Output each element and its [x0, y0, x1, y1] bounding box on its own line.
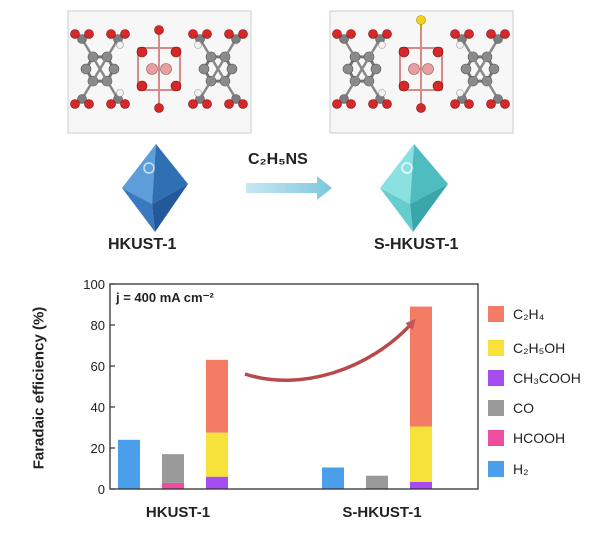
bar-segment-hkust-1-3 — [206, 476, 228, 489]
bar-segment-s-hkust-1-4 — [366, 475, 388, 489]
legend-item: CO — [488, 398, 534, 418]
legend-label: CH₃COOH — [513, 370, 581, 386]
improvement-curved-arrow — [244, 319, 416, 382]
legend-swatch — [488, 306, 504, 322]
legend-swatch — [488, 370, 504, 386]
legend-label: HCOOH — [513, 430, 566, 446]
hkust-crystal-icon — [122, 144, 188, 232]
legend-swatch — [488, 461, 504, 477]
bars-layer — [118, 306, 432, 489]
legend-item: H₂ — [488, 459, 529, 479]
legend-item: CH₃COOH — [488, 368, 581, 388]
bar-segment-hkust-1-6 — [118, 439, 140, 489]
s-hkust-molecular-structure — [332, 15, 510, 113]
hkust-material-label: HKUST-1 — [108, 236, 177, 253]
legend-item: C₂H₄ — [488, 304, 544, 324]
bar-segment-hkust-1-2 — [206, 432, 228, 477]
y-tick-label: 40 — [91, 400, 105, 415]
s-hkust-material-label: S-HKUST-1 — [374, 236, 459, 253]
y-tick-label: 80 — [91, 318, 105, 333]
legend-label: C₂H₅OH — [513, 340, 566, 356]
legend-item: HCOOH — [488, 428, 565, 448]
bar-segment-hkust-1-1 — [206, 359, 228, 433]
bar-segment-hkust-1-4 — [162, 454, 184, 483]
legend-label: C₂H₄ — [513, 306, 545, 322]
bar-segment-hkust-1-5 — [162, 482, 184, 489]
y-tick-label: 60 — [91, 359, 105, 374]
bar-segment-s-hkust-1-6 — [322, 467, 344, 489]
reagent-label: C₂H₅NS — [248, 151, 308, 168]
s-hkust-crystal-icon — [380, 144, 448, 232]
plot-frame — [109, 283, 479, 490]
legend-item: C₂H₅OH — [488, 338, 565, 358]
legend-swatch — [488, 430, 504, 446]
legend-swatch — [488, 340, 504, 356]
hkust-molecular-structure — [70, 25, 248, 113]
bar-segment-s-hkust-1-2 — [410, 426, 432, 482]
x-category-label: HKUST-1 — [146, 504, 210, 521]
current-density-annotation: j = 400 mA cm⁻² — [116, 290, 214, 305]
y-tick-label: 100 — [83, 277, 105, 292]
scheme-illustration — [67, 10, 514, 232]
legend-label: H₂ — [513, 461, 529, 477]
legend-label: CO — [513, 400, 534, 416]
y-axis-label: Faradaic efficiency (%) — [30, 306, 48, 470]
x-category-label: S-HKUST-1 — [342, 504, 421, 521]
legend-swatch — [488, 400, 504, 416]
y-tick-label: 0 — [98, 482, 105, 497]
y-tick-label: 20 — [91, 441, 105, 456]
bar-segment-s-hkust-1-3 — [410, 481, 432, 489]
bar-segment-s-hkust-1-1 — [410, 306, 432, 427]
synthesis-arrow — [246, 176, 332, 200]
